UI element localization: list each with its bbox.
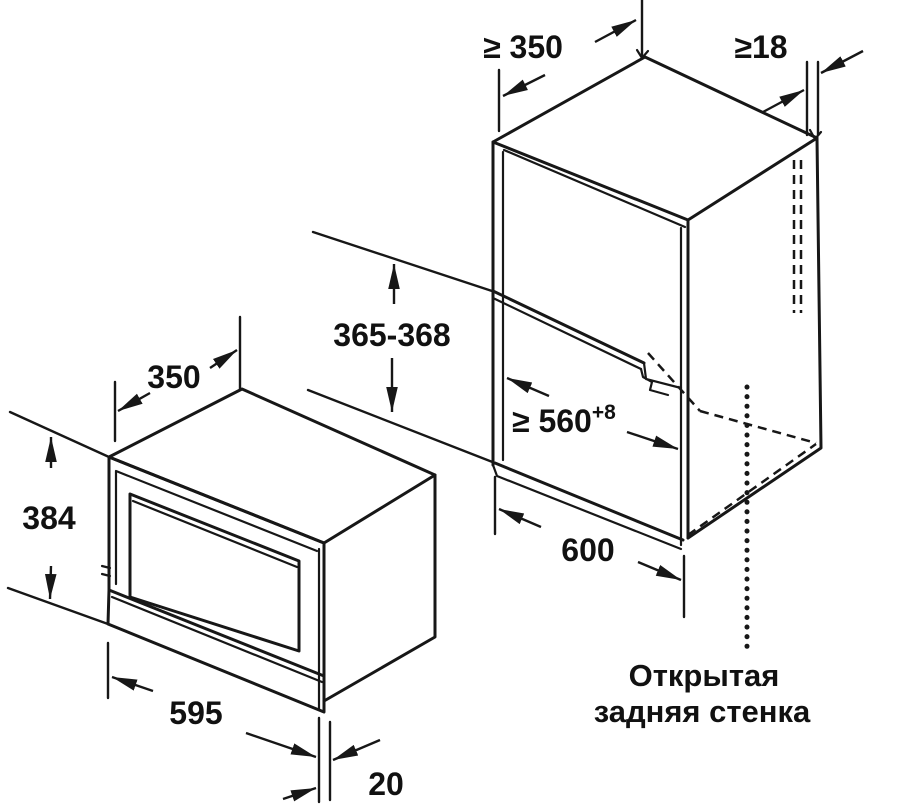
dim-cabinet-top-depth: ≥ 350 bbox=[483, 0, 644, 133]
cabinet-top-front-inner-edge bbox=[502, 148, 687, 229]
oven-left-edge-ticks bbox=[100, 564, 112, 578]
niche-top-edge bbox=[491, 289, 646, 365]
cabinet-top-face bbox=[491, 55, 819, 222]
oven-base-strip bbox=[106, 588, 326, 714]
arrow-leader bbox=[245, 731, 317, 759]
hidden-back-inner-edge bbox=[792, 160, 803, 313]
dim-cabinet-width: 600 bbox=[493, 475, 686, 619]
oven-side-face bbox=[322, 473, 437, 703]
dim-oven-width-label: 595 bbox=[169, 695, 222, 731]
oven-base-inner-line bbox=[110, 595, 324, 684]
oven-door-window bbox=[128, 492, 301, 653]
arrow-leader bbox=[820, 49, 864, 75]
open-back-label-line2: задняя стенка bbox=[594, 694, 811, 729]
niche-top-edge-inner bbox=[491, 296, 643, 371]
extension-line bbox=[497, 0, 644, 133]
dim-cabinet-top-depth-label: ≥ 350 bbox=[483, 29, 563, 65]
open-back-label-line1: Открытая bbox=[629, 658, 780, 693]
dim-niche-width-label: ≥ 560+8 bbox=[512, 401, 616, 439]
extension-line bbox=[6, 410, 111, 626]
niche-width-tolerance: +8 bbox=[592, 401, 616, 424]
arrow-leader bbox=[111, 675, 154, 693]
oven-door-inset-edge bbox=[114, 469, 319, 586]
dim-cabinet-width-label: 600 bbox=[561, 532, 614, 568]
dim-oven-height-label: 384 bbox=[22, 500, 76, 536]
side-panel-thickness-lines bbox=[805, 60, 820, 137]
niche-width-value: ≥ 560 bbox=[512, 403, 592, 439]
niche-bottom-edge bbox=[493, 461, 685, 542]
arrow-leader bbox=[282, 786, 317, 802]
arrow-leader bbox=[626, 430, 679, 451]
open-back-wall-note: Открытая задняя стенка bbox=[594, 384, 811, 729]
dim-oven-depth-label: 350 bbox=[147, 359, 200, 395]
extension-line bbox=[493, 475, 686, 619]
cabinet-side-face bbox=[686, 136, 823, 540]
arrow-leader bbox=[498, 507, 542, 529]
arrow-leader bbox=[44, 565, 57, 600]
extension-line bbox=[113, 315, 242, 443]
dim-side-panel-thickness-label: ≥18 bbox=[734, 29, 787, 65]
oven-door-outline bbox=[107, 455, 326, 678]
niche-bottom-edge-inner bbox=[491, 463, 683, 551]
dim-niche-width: ≥ 560+8 bbox=[506, 376, 679, 451]
extension-line bbox=[317, 716, 332, 804]
arrow-leader bbox=[332, 738, 381, 762]
dim-side-panel-thickness: ≥18 bbox=[734, 29, 864, 114]
oven-door-window-inner-line bbox=[131, 499, 299, 569]
oven-isometric-drawing bbox=[100, 387, 437, 714]
dim-niche-height: 365-368 bbox=[306, 230, 497, 465]
dim-oven-depth: 350 bbox=[113, 315, 242, 443]
arrow-leader bbox=[502, 73, 546, 98]
cabinet-isometric-drawing bbox=[491, 48, 823, 551]
arrow-leader bbox=[209, 349, 238, 369]
niche-top-hook-detail bbox=[639, 361, 683, 397]
oven-top-face bbox=[107, 387, 437, 545]
arrow-leader bbox=[762, 88, 805, 114]
cabinet-right-notch bbox=[808, 128, 823, 141]
arrow-leader bbox=[637, 560, 682, 582]
extension-line bbox=[306, 230, 497, 465]
hidden-floor-edges bbox=[647, 352, 817, 537]
arrow-leader bbox=[117, 391, 151, 413]
dim-oven-width: 595 bbox=[106, 641, 317, 759]
arrow-leader bbox=[506, 376, 550, 398]
dim-niche-height-label: 365-368 bbox=[333, 317, 450, 353]
dim-door-overhang: 20 bbox=[282, 716, 404, 804]
arrow-leader bbox=[594, 18, 637, 44]
dim-oven-height: 384 bbox=[6, 410, 111, 626]
dim-door-overhang-label: 20 bbox=[368, 766, 404, 802]
